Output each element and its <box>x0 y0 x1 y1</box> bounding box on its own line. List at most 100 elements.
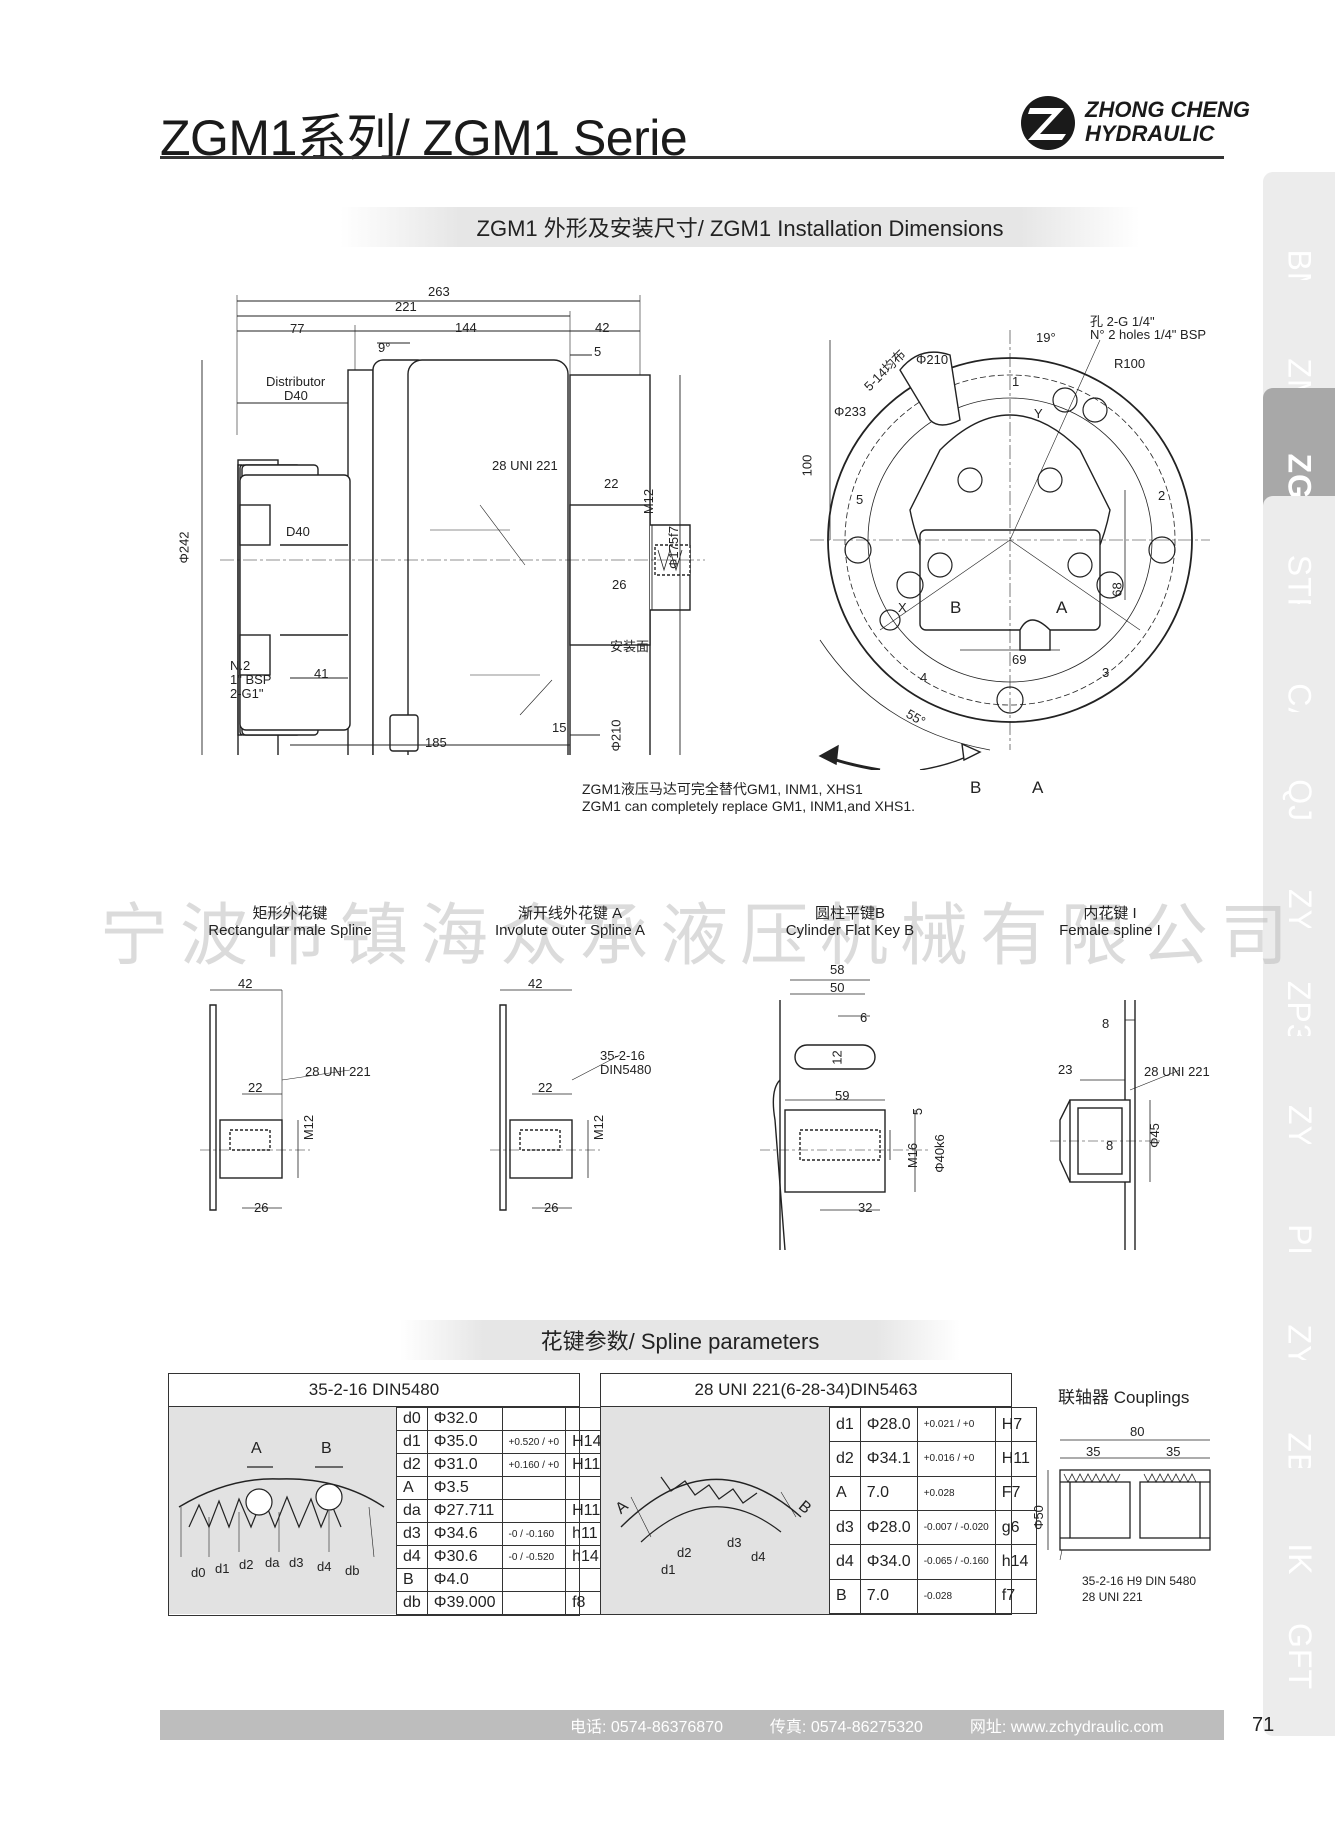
coupling-code2: 28 UNI 221 <box>1082 1590 1143 1604</box>
t1-label-db: db <box>345 1563 360 1578</box>
shaft3-dim-m16: M16 <box>905 1142 921 1169</box>
coupling-drawing <box>1047 1439 1211 1561</box>
label-2g1: 2-G1" <box>230 686 264 701</box>
logo-text: ZHONG CHENG HYDRAULIC <box>1085 98 1250 146</box>
logo-line1: ZHONG CHENG <box>1085 97 1250 122</box>
label-d40-top: D40 <box>284 388 308 403</box>
footer-bar <box>160 1710 1224 1740</box>
label-port5: 5 <box>856 492 864 507</box>
coupling-code1: 35-2-16 H9 DIN 5480 <box>1082 1574 1197 1588</box>
shaft2-code2: DIN5480 <box>600 1062 652 1077</box>
label-n2: N.2 <box>230 658 251 673</box>
t1-label-d2: d2 <box>239 1557 254 1572</box>
label-port-a: A <box>1056 598 1068 617</box>
dim-41: 41 <box>314 666 329 681</box>
shaft2-dim-26: 26 <box>544 1200 559 1215</box>
spline-heading: 花键参数/ Spline parameters <box>400 1320 960 1360</box>
page-number: 71 <box>1252 1714 1275 1736</box>
label-port3: 3 <box>1102 665 1110 680</box>
dim-19deg: 19° <box>1036 330 1056 345</box>
label-port1: 1 <box>1012 374 1020 389</box>
t1-label-d3: d3 <box>289 1555 304 1570</box>
shaft1-dim-26: 26 <box>254 1200 269 1215</box>
dim-phi242: Φ242 <box>176 531 192 564</box>
logo-line2: HYDRAULIC <box>1085 121 1215 146</box>
label-rot-a: A <box>1032 778 1044 797</box>
shaft4-dim-8b: 8 <box>1106 1138 1114 1153</box>
shaft3-dim-5: 5 <box>910 1107 926 1116</box>
t1-label-b: B <box>321 1440 332 1457</box>
table2-title: 28 UNI 221(6-28-34)DIN5463 <box>600 1373 1012 1407</box>
table2-diagram: A B d1 d2 d3 d4 <box>601 1407 829 1614</box>
label-rot-b: B <box>970 778 982 797</box>
t2-label-d4: d4 <box>751 1549 766 1564</box>
label-mount-face: 安装面 <box>610 639 650 654</box>
footer-tel: 电话: 0574-86376870 <box>570 1719 724 1736</box>
t1-label-d0: d0 <box>191 1565 206 1580</box>
shaft3-dim-6: 6 <box>860 1010 868 1025</box>
header-rule <box>160 156 1224 159</box>
installation-heading: ZGM1 外形及安装尺寸/ ZGM1 Installation Dimensio… <box>340 207 1140 247</box>
dim-phi175: Φ175f7 <box>665 526 681 569</box>
dim-100: 100 <box>799 454 815 477</box>
shaft1-dim-m12: M12 <box>301 1114 317 1141</box>
label-hole-en: N° 2 holes 1/4" BSP <box>1090 327 1207 342</box>
t1-label-da: da <box>265 1555 280 1570</box>
table1-diagram: A B d0 d1 d2 da d3 d4 db <box>169 1407 396 1614</box>
replace-note-en: ZGM1 can completely replace GM1, INM1,an… <box>582 798 916 814</box>
label-port-b: B <box>950 598 962 617</box>
t2-label-d2: d2 <box>677 1545 692 1560</box>
label-uni221: 28 UNI 221 <box>492 458 558 473</box>
dim-26: 26 <box>612 577 627 592</box>
shaft4-code: 28 UNI 221 <box>1144 1064 1210 1079</box>
t2-label-d1: d1 <box>661 1562 676 1577</box>
shaft3-dim-58: 58 <box>830 962 845 977</box>
shaft2-dim-m12: M12 <box>591 1114 607 1141</box>
dim-77: 77 <box>290 321 305 336</box>
dim-185: 185 <box>425 735 447 750</box>
shaft4-dim-23: 23 <box>1058 1062 1073 1077</box>
dim-9deg: 9° <box>378 340 391 355</box>
dim-5: 5 <box>594 344 602 359</box>
shaft3-dim-50: 50 <box>830 980 845 995</box>
t1-label-a: A <box>251 1440 262 1457</box>
coupling-dim-35b: 35 <box>1166 1444 1181 1459</box>
dim-221: 221 <box>395 299 417 314</box>
dim-68: 68 <box>1109 582 1125 597</box>
label-1bsp: 1" BSP <box>230 672 272 687</box>
label-port-x: X <box>898 600 907 615</box>
footer-fax: 传真: 0574-86275320 <box>769 1719 923 1736</box>
shaft2-dim-22: 22 <box>538 1080 553 1095</box>
shaft4-dim-8: 8 <box>1102 1016 1110 1031</box>
dim-phi233: Φ233 <box>834 404 867 419</box>
shaft3-dim-32: 32 <box>858 1200 873 1215</box>
coupling-dim-80: 80 <box>1130 1424 1145 1439</box>
coupling-dim-phi50: Φ50 <box>1030 1505 1046 1530</box>
spline-table-din5463: 28 UNI 221(6-28-34)DIN5463 A B d1 d2 d3 … <box>600 1373 1037 1615</box>
dim-r100: R100 <box>1114 356 1146 371</box>
motor-side-view <box>201 295 705 755</box>
dim-144: 144 <box>455 320 477 335</box>
tab-gft[interactable]: GFT <box>1263 1576 1335 1736</box>
shaft3-dim-phi40: Φ40k6 <box>931 1134 947 1173</box>
shaft4-dim-phi45: Φ45 <box>1146 1123 1162 1148</box>
dim-69: 69 <box>1012 652 1027 667</box>
footer-web[interactable]: 网址: www.zchydraulic.com <box>969 1719 1164 1736</box>
shaft1-dim-42: 42 <box>238 976 253 991</box>
dim-m12: M12 <box>641 488 657 515</box>
